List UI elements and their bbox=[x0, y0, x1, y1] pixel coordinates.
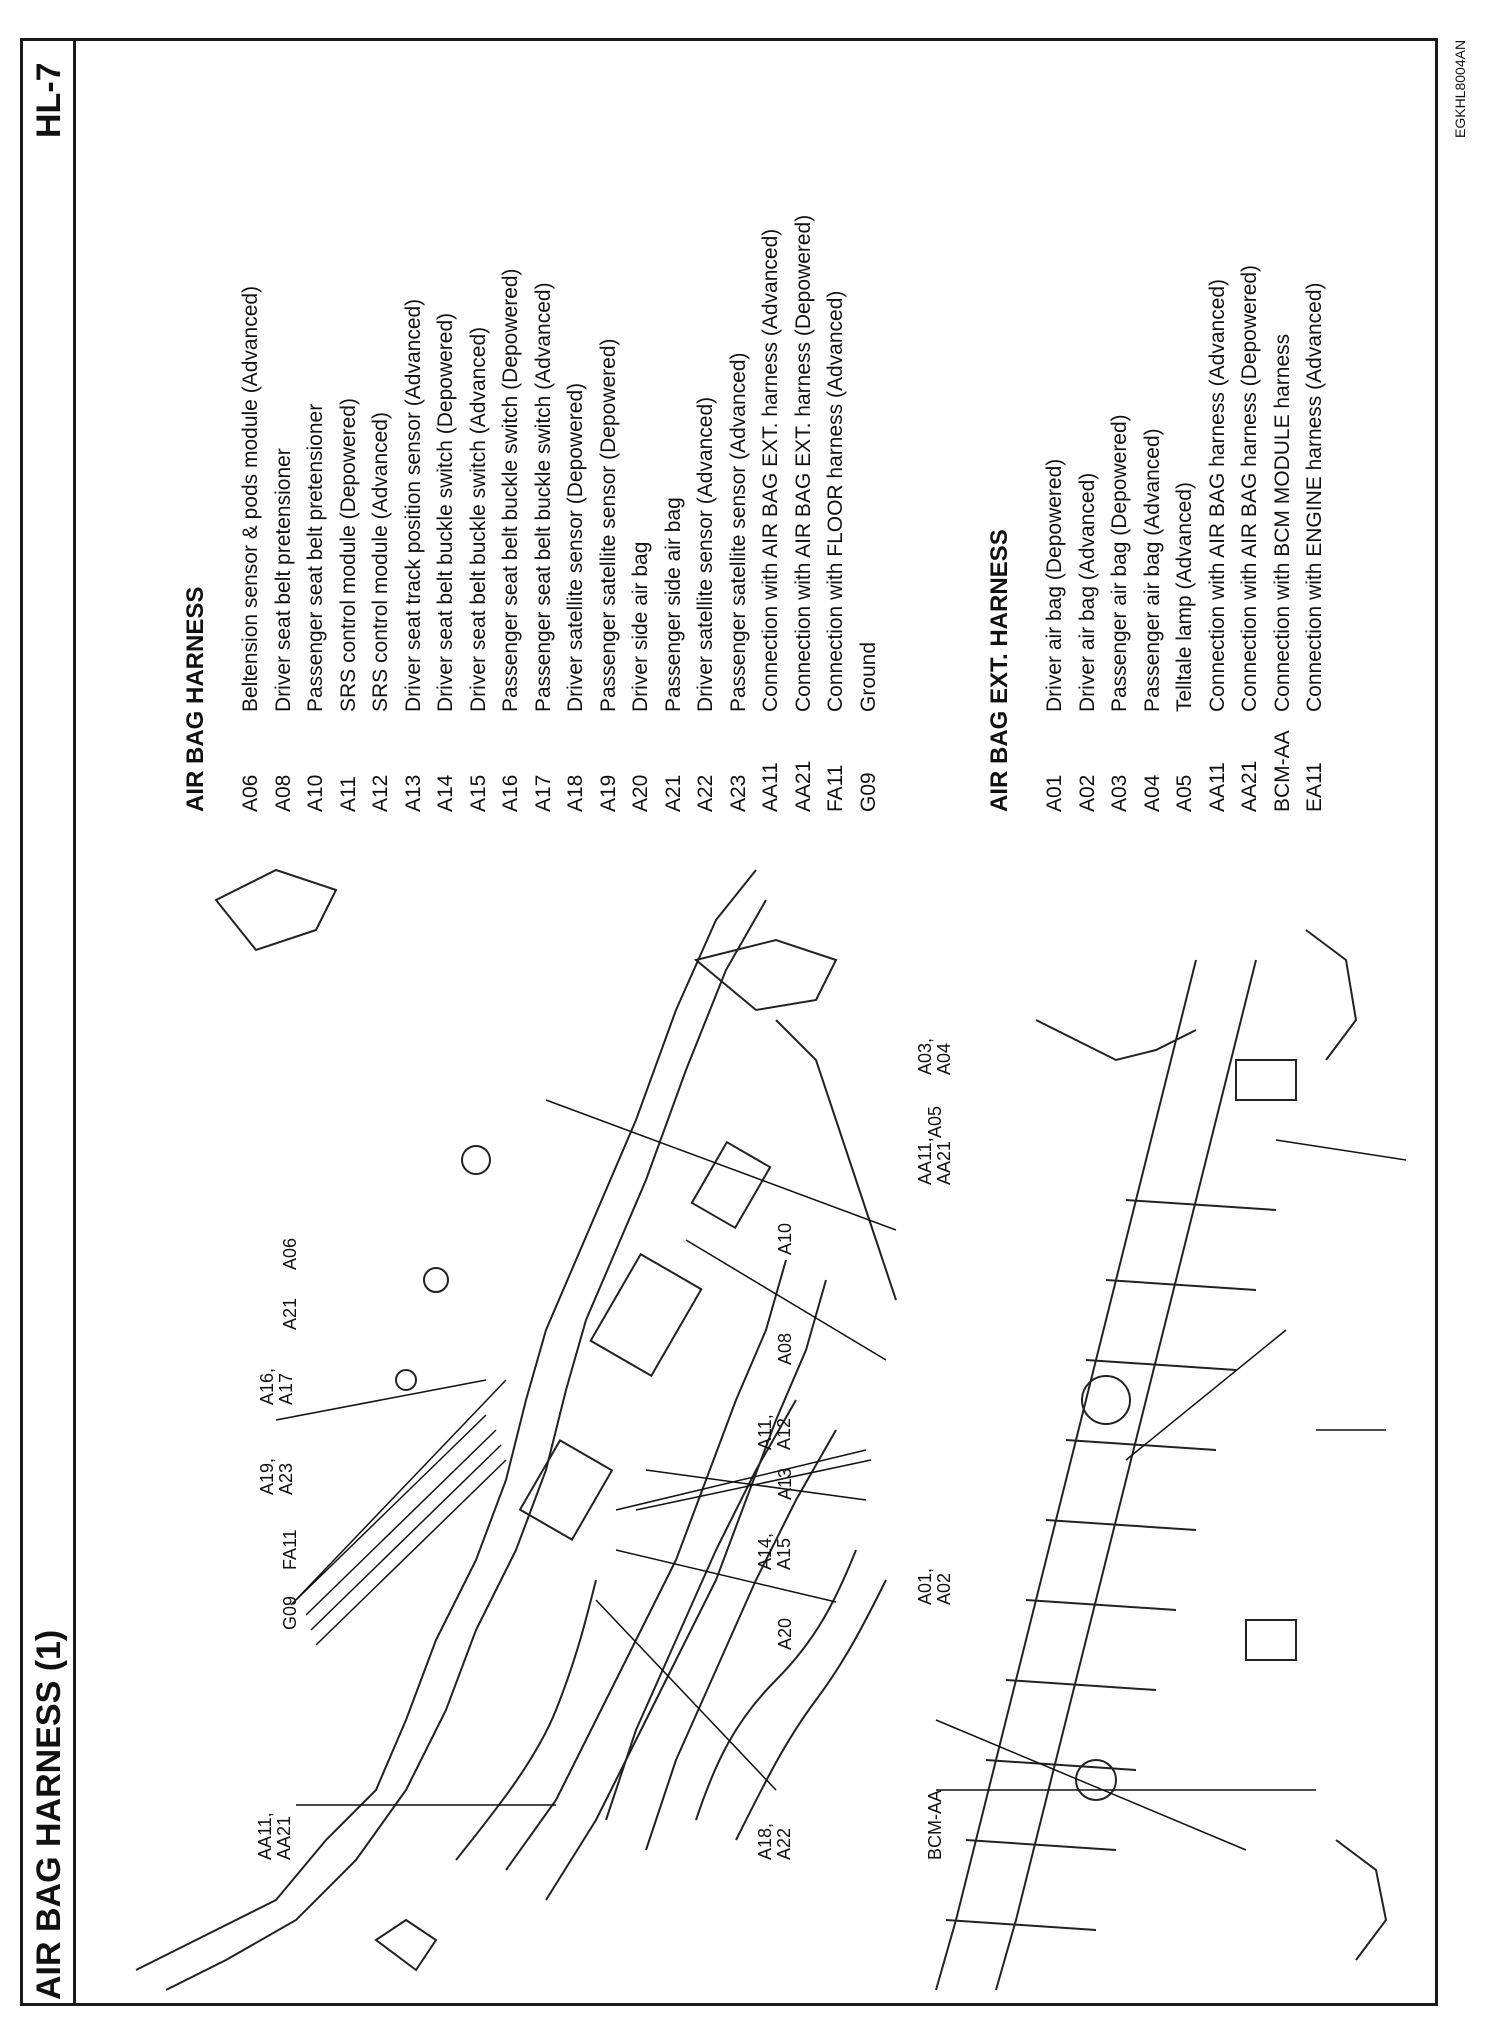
callout-label: A06 bbox=[280, 1237, 300, 1270]
legend-description: Driver seat belt buckle switch (Depowere… bbox=[434, 312, 457, 712]
legend-description: Connection with AIR BAG EXT. harness (De… bbox=[791, 214, 815, 712]
legend-description: Passenger air bag (Advanced) bbox=[1140, 428, 1164, 712]
callout-label: A14, A15 bbox=[755, 1532, 794, 1570]
legend-description: Passenger seat belt buckle switch (Advan… bbox=[531, 282, 555, 712]
callout-leader-lines bbox=[275, 1099, 1407, 1851]
callout-label: A01, A02 bbox=[915, 1567, 954, 1605]
legend-code: A18 bbox=[564, 774, 587, 812]
callout-label: A20 bbox=[775, 1617, 795, 1650]
figure-code: EGKHL8004AN bbox=[1452, 39, 1468, 138]
legend-code: A13 bbox=[401, 774, 425, 812]
legend-description: Driver satellite sensor (Advanced) bbox=[694, 396, 717, 712]
legend-code: A14 bbox=[434, 774, 457, 812]
diagram-drawing bbox=[135, 868, 1407, 1991]
legend-code: A04 bbox=[1140, 774, 1164, 812]
legend-code: A15 bbox=[466, 774, 490, 812]
legend-code: A19 bbox=[596, 774, 620, 812]
legend-description: Connection with AIR BAG harness (Advance… bbox=[1205, 278, 1229, 712]
legend-description: Connection with BCM MODULE harness bbox=[1270, 333, 1294, 712]
page-number: HL-7 bbox=[30, 62, 68, 138]
legend-description: SRS control module (Depowered) bbox=[336, 398, 360, 712]
callout-label: AA11, AA21 bbox=[915, 1137, 954, 1185]
legend-description: Passenger side air bag bbox=[661, 497, 685, 712]
legend-code: A10 bbox=[304, 774, 327, 812]
legend-code: A06 bbox=[239, 774, 262, 812]
legend-description: Driver air bag (Advanced) bbox=[1075, 472, 1099, 712]
legend-description: Driver air bag (Depowered) bbox=[1043, 458, 1066, 712]
legend-ext-title: AIR BAG EXT. HARNESS bbox=[986, 529, 1013, 812]
legend-description: Ground bbox=[856, 641, 880, 712]
legend-description: Connection with AIR BAG harness (Depower… bbox=[1238, 264, 1261, 712]
dashboard-crossmember-illustration bbox=[693, 929, 1388, 1991]
legend-description: Passenger satellite sensor (Depowered) bbox=[596, 338, 620, 712]
legend-code: A08 bbox=[271, 774, 295, 812]
legend-main-title: AIR BAG HARNESS bbox=[182, 586, 209, 812]
legend-code: AA11 bbox=[1205, 762, 1229, 812]
legend-description: Passenger seat belt buckle switch (Depow… bbox=[499, 268, 522, 712]
legend-code: A11 bbox=[336, 776, 360, 812]
legend-code: A02 bbox=[1075, 774, 1099, 812]
legend-description: Passenger air bag (Depowered) bbox=[1108, 414, 1131, 712]
legend-code: A17 bbox=[531, 774, 555, 812]
callout-label: A21 bbox=[280, 1297, 300, 1330]
legend-code: A05 bbox=[1173, 774, 1196, 812]
legend-code: BCM-AA bbox=[1270, 730, 1294, 812]
callout-label: BCM-AA bbox=[925, 1789, 945, 1860]
legend-code: EA11 bbox=[1303, 762, 1326, 812]
callout-label: A10 bbox=[775, 1222, 795, 1255]
legend-code: G09 bbox=[856, 772, 880, 812]
legend-description: Connection with AIR BAG EXT. harness (Ad… bbox=[759, 228, 782, 712]
callout-label: A03, A04 bbox=[915, 1037, 954, 1075]
legend-code: AA21 bbox=[1238, 760, 1261, 812]
legend-description: Passenger satellite sensor (Advanced) bbox=[726, 352, 750, 712]
legend-code: A16 bbox=[499, 774, 522, 812]
callout-label: A08 bbox=[775, 1332, 795, 1365]
callout-label: A19, A23 bbox=[257, 1457, 296, 1495]
legend-description: SRS control module (Advanced) bbox=[369, 412, 392, 712]
legend-description: Driver seat belt pretensioner bbox=[271, 448, 295, 712]
legend-description: Driver side air bag bbox=[629, 541, 652, 712]
legend-code: A01 bbox=[1043, 774, 1066, 812]
floor-and-seat-illustration bbox=[135, 868, 887, 1991]
callout-label: A05 bbox=[925, 1105, 945, 1138]
legend-code: A21 bbox=[661, 774, 685, 812]
legend-description: Telltale lamp (Advanced) bbox=[1173, 482, 1196, 712]
page-title: AIR BAG HARNESS (1) bbox=[30, 1629, 68, 2000]
callout-label: FA11 bbox=[280, 1529, 300, 1570]
legend-code: AA11 bbox=[759, 762, 782, 812]
title-band bbox=[20, 38, 76, 2006]
legend-description: Connection with ENGINE harness (Advanced… bbox=[1303, 282, 1326, 712]
legend-code: A12 bbox=[369, 774, 392, 812]
legend-description: Beltension sensor & pods module (Advance… bbox=[239, 285, 262, 712]
callout-label: A18, A22 bbox=[755, 1822, 794, 1860]
legend-description: Connection with FLOOR harness (Advanced) bbox=[824, 290, 847, 712]
legend-code: AA21 bbox=[791, 760, 815, 812]
callout-label: A16, A17 bbox=[257, 1367, 296, 1405]
legend-description: Driver seat track position sensor (Advan… bbox=[401, 298, 425, 712]
callout-label: G09 bbox=[280, 1595, 300, 1630]
legend-code: A23 bbox=[726, 774, 750, 812]
legend-code: A22 bbox=[694, 774, 717, 812]
legend-description: Passenger seat belt pretensioner bbox=[304, 403, 327, 712]
legend-code: A03 bbox=[1108, 774, 1131, 812]
legend-code: FA11 bbox=[824, 764, 847, 812]
callout-label: AA11, AA21 bbox=[255, 1812, 294, 1860]
page-frame bbox=[20, 38, 1438, 2006]
legend-description: Driver seat belt buckle switch (Advanced… bbox=[466, 326, 490, 712]
callout-label: A13 bbox=[775, 1467, 795, 1500]
legend-description: Driver satellite sensor (Depowered) bbox=[564, 382, 587, 712]
legend-code: A20 bbox=[629, 774, 652, 812]
callout-label: A11, A12 bbox=[755, 1414, 794, 1450]
